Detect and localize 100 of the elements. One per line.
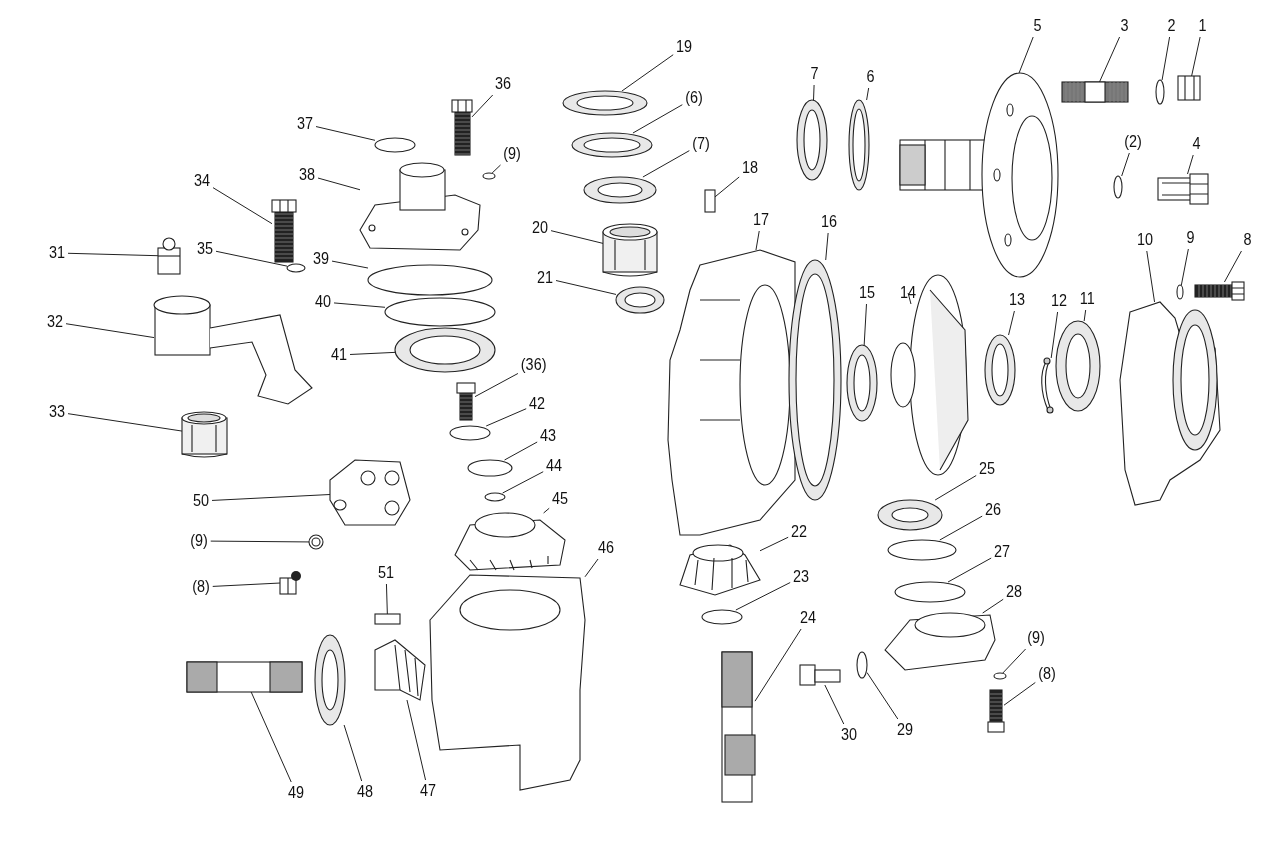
callout-number: (8)	[1037, 665, 1057, 683]
lock-plate-drawing	[449, 425, 491, 441]
leader-line	[543, 507, 550, 514]
leader-line	[584, 558, 599, 578]
washer-drawing	[1176, 284, 1184, 300]
leader-line	[67, 252, 159, 257]
leader-line	[1018, 36, 1034, 74]
leader-line	[735, 582, 791, 611]
filter-disc-drawing	[856, 651, 868, 679]
callout-number: 41	[330, 346, 348, 364]
callout-number: 10	[1136, 231, 1154, 249]
leader-line	[491, 164, 501, 174]
callout-number: 7	[809, 65, 820, 83]
callout-number: 34	[193, 172, 211, 190]
callout-number: 47	[419, 782, 437, 800]
cover-drawing	[1119, 301, 1221, 506]
callout-number: 29	[896, 721, 914, 739]
leader-line	[934, 475, 977, 501]
nut-drawing	[1177, 75, 1201, 101]
leader-line	[1050, 311, 1059, 359]
cover-drawing	[884, 612, 996, 671]
leader-line	[349, 351, 396, 355]
sleeve-drawing	[602, 223, 658, 277]
o-ring-drawing	[367, 264, 493, 296]
leader-line	[343, 724, 363, 782]
washer-drawing	[701, 609, 743, 625]
leader-line	[485, 408, 527, 427]
callout-number: 3	[1119, 17, 1130, 35]
leader-line	[471, 94, 494, 118]
ring-drawing	[562, 90, 648, 116]
leader-line	[714, 176, 740, 198]
leader-line	[215, 250, 288, 267]
leader-line	[65, 323, 155, 339]
leader-line	[504, 441, 538, 461]
callout-number: 20	[531, 219, 549, 237]
seal-ring-drawing	[848, 99, 870, 191]
leader-line	[1187, 154, 1194, 175]
shim-drawing	[887, 539, 957, 561]
leader-line	[621, 54, 674, 92]
leader-line	[866, 87, 870, 101]
callout-number: 21	[536, 269, 554, 287]
leader-line	[1098, 36, 1121, 83]
callout-number: 26	[984, 501, 1002, 519]
splined-shaft-drawing	[186, 661, 303, 693]
bolt-drawing	[456, 382, 476, 421]
leader-line	[317, 177, 361, 191]
leader-line	[385, 583, 388, 615]
bolt-drawing	[1157, 173, 1209, 205]
leader-line	[333, 302, 386, 308]
ring-drawing	[583, 176, 657, 204]
callout-number: 8	[1242, 231, 1253, 249]
callout-number: (9)	[1026, 629, 1046, 647]
callout-number: 13	[1008, 291, 1026, 309]
washer-drawing	[467, 459, 513, 477]
leader-line	[632, 104, 683, 134]
pin-drawing	[374, 613, 401, 625]
bolt-drawing	[279, 571, 301, 595]
callout-number: (36)	[519, 356, 548, 374]
bevel-gear-drawing	[890, 274, 969, 476]
leader-line	[1180, 248, 1189, 286]
flanged-shaft-drawing	[899, 72, 1059, 278]
leader-line	[1002, 648, 1027, 674]
leader-line	[250, 691, 292, 783]
callout-number: 49	[287, 784, 305, 802]
washer-drawing	[993, 672, 1007, 680]
leader-line	[1223, 250, 1242, 283]
callout-number: 37	[296, 115, 314, 133]
bolt-drawing	[1194, 281, 1245, 301]
callout-number: 4	[1191, 135, 1202, 153]
leader-line	[755, 230, 760, 251]
leader-line	[1083, 309, 1087, 322]
leader-line	[759, 536, 789, 552]
leader-line	[331, 260, 369, 269]
washer-drawing	[482, 172, 496, 180]
callout-number: 16	[820, 213, 838, 231]
leader-line	[211, 494, 331, 501]
splined-shaft-drawing	[721, 651, 756, 803]
callout-number: 48	[356, 783, 374, 801]
bearing-drawing	[314, 634, 346, 726]
callout-number: 36	[494, 75, 512, 93]
callout-number: 46	[597, 539, 615, 557]
callout-number: 22	[790, 523, 808, 541]
callout-number: 11	[1078, 290, 1096, 308]
sleeve-drawing	[181, 411, 228, 458]
leader-line	[1146, 250, 1156, 303]
callout-number: 14	[899, 284, 917, 302]
bearing-drawing	[1055, 320, 1101, 412]
leader-line	[315, 126, 376, 141]
callout-number: 2	[1166, 17, 1177, 35]
pin-drawing	[704, 189, 716, 213]
bracket-drawing	[329, 459, 411, 526]
leader-line	[1003, 682, 1036, 706]
bearing-drawing	[877, 499, 943, 531]
bevel-gear-drawing	[454, 512, 566, 571]
leader-line	[863, 303, 867, 346]
bearing-drawing	[846, 344, 878, 422]
leader-line	[1161, 36, 1171, 81]
shim-drawing	[894, 581, 966, 603]
cover-drawing	[359, 162, 481, 251]
leader-line	[824, 684, 845, 725]
